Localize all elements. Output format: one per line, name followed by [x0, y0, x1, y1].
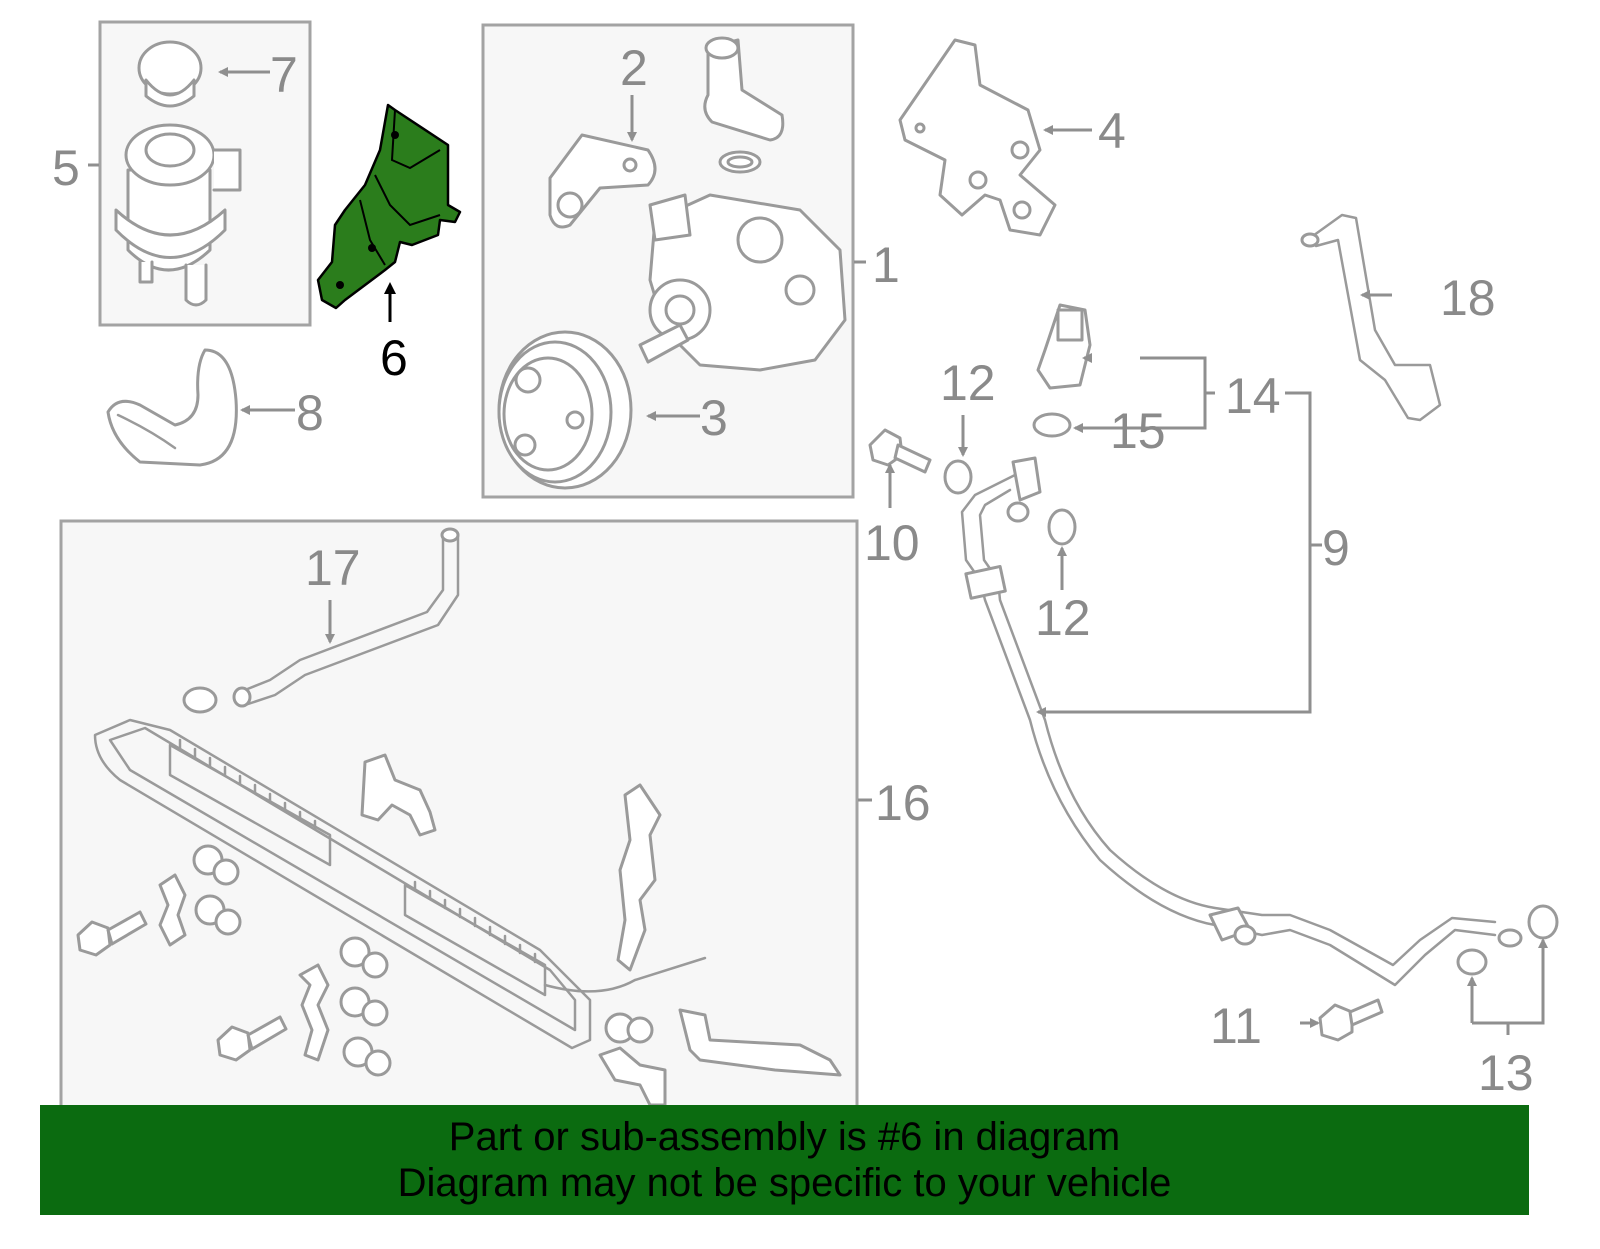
- callout-1: 1: [872, 237, 900, 293]
- pressure-switch: [1036, 303, 1092, 390]
- callout-13: 13: [1478, 1045, 1534, 1101]
- power-steering-pump: [638, 193, 847, 372]
- reservoir-cap: [137, 40, 203, 108]
- pump-mount-bracket: [898, 38, 1057, 237]
- info-banner: Part or sub-assembly is #6 in diagram Di…: [40, 1105, 1529, 1215]
- bolt-11: [1318, 998, 1384, 1042]
- callout-12-upper: 12: [940, 355, 996, 411]
- leader-lines: [88, 67, 1548, 1035]
- callout-18: 18: [1440, 270, 1496, 326]
- callout-8: 8: [296, 385, 324, 441]
- washer-12-upper: [943, 459, 973, 495]
- cooler-grommets: [192, 844, 654, 1077]
- callout-10: 10: [864, 515, 920, 571]
- reservoir: [114, 123, 242, 307]
- washer-13-a: [1456, 948, 1488, 976]
- banner-line-disclaimer: Diagram may not be specific to your vehi…: [397, 1161, 1172, 1205]
- callout-12-lower: 12: [1035, 590, 1091, 646]
- washer-15: [1032, 412, 1072, 438]
- pump-bracket: [548, 133, 657, 229]
- callout-3: 3: [700, 390, 728, 446]
- washer-13-b: [1527, 904, 1559, 940]
- callout-17: 17: [305, 540, 361, 596]
- pump-pulley: [497, 330, 633, 490]
- bolt-10: [868, 428, 932, 474]
- callout-4: 4: [1098, 103, 1126, 159]
- banner-line-part: Part or sub-assembly is #6 in diagram: [448, 1115, 1121, 1159]
- callout-5: 5: [52, 140, 80, 196]
- pressure-hose: [960, 456, 1523, 987]
- reservoir-hose: [106, 348, 238, 467]
- cooler-clips: [158, 873, 330, 1062]
- washer-12-lower: [1047, 508, 1077, 546]
- cooler-brackets: [360, 753, 842, 1107]
- callout-9: 9: [1322, 520, 1350, 576]
- callout-15: 15: [1110, 403, 1166, 459]
- callout-6: 6: [380, 330, 408, 386]
- callout-14: 14: [1225, 368, 1281, 424]
- callout-7: 7: [270, 47, 298, 103]
- cooler-bolts: [76, 910, 288, 1062]
- pump-fitting: [703, 36, 785, 174]
- callout-16: 16: [875, 775, 931, 831]
- mounting-bracket-highlighted: [316, 103, 462, 310]
- callout-2: 2: [620, 40, 648, 96]
- callout-11: 11: [1210, 998, 1262, 1054]
- cooler-group-box: [59, 519, 859, 1115]
- cooler-pipe: [232, 527, 460, 708]
- return-pipe: [1300, 213, 1442, 422]
- oil-cooler: [93, 686, 707, 1050]
